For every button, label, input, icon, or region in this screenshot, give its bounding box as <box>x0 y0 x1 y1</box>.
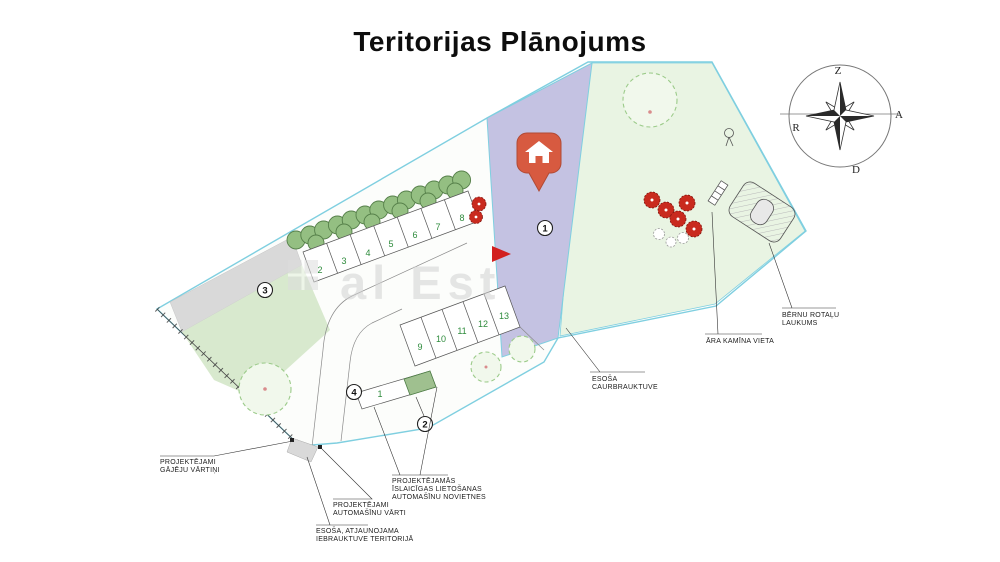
trees <box>238 72 678 416</box>
callout-labels: PROJEKTĒJAMI GĀJĒJU VĀRTIŅI PROJEKTĒJAMI… <box>160 311 839 543</box>
stall-number: 4 <box>365 248 370 258</box>
car-gate-mark <box>318 445 322 449</box>
stall-number: 6 <box>412 230 417 240</box>
stall-number: 3 <box>341 256 346 266</box>
flower-dot <box>692 227 696 231</box>
label-car-gate: PROJEKTĒJAMI <box>333 501 389 509</box>
label-entry-drive: IEBRAUKTUVE TERITORIJĀ <box>316 535 414 543</box>
compass-south-label: D <box>852 164 860 176</box>
label-thoroughfare: CAURBRAUKTUVE <box>592 384 658 391</box>
tree-center-dot <box>648 110 652 114</box>
stall-number: 2 <box>317 265 322 275</box>
flower-bed-west <box>469 196 487 224</box>
entrance-arrow-icon <box>492 246 511 262</box>
hedge-row <box>286 170 472 252</box>
swing-icon <box>724 128 734 147</box>
thoroughfare-band <box>486 62 593 358</box>
flower-dot <box>664 208 668 212</box>
tree-center-dot <box>263 387 267 391</box>
leader-entry-drive <box>306 456 368 526</box>
stall-number: 8 <box>459 213 464 223</box>
leader-thoroughfare <box>565 327 645 373</box>
page-title: Teritorijas Plānojums <box>353 26 647 57</box>
entrance-strip <box>286 437 319 463</box>
label-playground: BĒRNU ROTAĻU <box>782 311 839 319</box>
pedestrian-gate-mark <box>290 438 294 442</box>
shrub-icon <box>653 228 665 240</box>
zone-marker-circle <box>416 415 434 433</box>
stall-number: 10 <box>436 334 446 344</box>
ladder-icon <box>707 180 729 206</box>
stall-number: 13 <box>499 311 509 321</box>
label-pedestrian-gate: PROJEKTĒJAMI <box>160 458 216 466</box>
zone-marker-circle <box>256 281 274 299</box>
stall-number: 5 <box>388 239 393 249</box>
flower-dot <box>676 217 680 221</box>
label-playground: LAUKUMS <box>782 320 818 327</box>
compass-circle <box>788 64 892 168</box>
gate-ramp <box>403 370 437 396</box>
stall-number: 12 <box>478 319 488 329</box>
parking-stall-single: 1 <box>355 370 437 410</box>
leader-car-gate <box>321 448 373 500</box>
tree-icon <box>508 335 536 363</box>
watermark: al Est <box>288 256 501 309</box>
zone-marker-number: 1 <box>542 224 548 235</box>
road-edge-east <box>519 326 545 351</box>
flower-dot <box>477 202 481 206</box>
label-car-gate: AUTOMAŠĪNU VĀRTI <box>333 508 406 517</box>
compass-west-label: R <box>792 122 800 134</box>
watermark-text: al Est <box>340 256 501 309</box>
house-door <box>535 156 543 163</box>
zone-marker-circle <box>536 219 554 237</box>
road-edge-inner <box>340 308 403 442</box>
lawn-west <box>182 265 330 398</box>
slide-icon <box>750 198 774 226</box>
location-pin-marker[interactable] <box>516 132 562 193</box>
stall-number: 1 <box>377 389 382 399</box>
compass-star-shading <box>806 82 874 150</box>
compass-rose: Z A D R <box>780 64 903 176</box>
label-fire-pit: ĀRA KAMĪNA VIETA <box>706 337 774 345</box>
zone2-leader-line <box>415 396 425 417</box>
flower-dot <box>685 201 689 205</box>
zone-marker-number: 2 <box>422 420 427 431</box>
flower-dot <box>650 198 654 202</box>
label-temp-parking: PROJEKTĒJAMĀS <box>392 477 456 485</box>
parking-block-mid: 9 10 11 12 13 <box>399 285 521 367</box>
house-icon <box>525 141 553 163</box>
label-thoroughfare: ESOŠA <box>592 374 617 383</box>
flower-dot <box>474 215 478 219</box>
zone-markers: 1 2 3 4 <box>256 219 554 433</box>
stall-number: 9 <box>417 342 422 352</box>
label-temp-parking: ĪSLAICĪGAS LIETOŠANAS <box>392 484 482 493</box>
leader-fire-pit <box>705 211 762 335</box>
shrub-icon <box>677 232 689 244</box>
zone-marker-number: 4 <box>351 388 357 399</box>
stall-number: 11 <box>457 326 466 336</box>
zone-marker-number: 3 <box>262 286 267 297</box>
label-temp-parking: AUTOMAŠĪNU NOVIETNES <box>392 492 486 501</box>
shrub-icon <box>665 236 677 248</box>
parking-block-mid-outline <box>399 285 521 367</box>
label-pedestrian-gate: GĀJĒJU VĀRTIŅI <box>160 466 220 474</box>
stall-number: 7 <box>435 222 440 232</box>
tree-icon <box>622 72 678 128</box>
tree-center-dot <box>484 365 488 369</box>
leader-pedestrian-gate <box>160 440 294 457</box>
flower-bed-east <box>643 191 703 248</box>
road-edge-outer <box>311 242 468 448</box>
fence-southwest <box>154 306 303 449</box>
callout-leaders <box>160 211 836 526</box>
label-entry-drive: ESOŠA, ATJAUNOJAMA <box>316 526 399 535</box>
playground-area <box>707 128 796 243</box>
leader-temp-parking <box>373 386 448 476</box>
leader-playground <box>768 242 836 309</box>
compass-north-label: Z <box>835 65 842 77</box>
zone-marker-circle <box>345 383 363 401</box>
compass-east-label: A <box>895 109 903 121</box>
